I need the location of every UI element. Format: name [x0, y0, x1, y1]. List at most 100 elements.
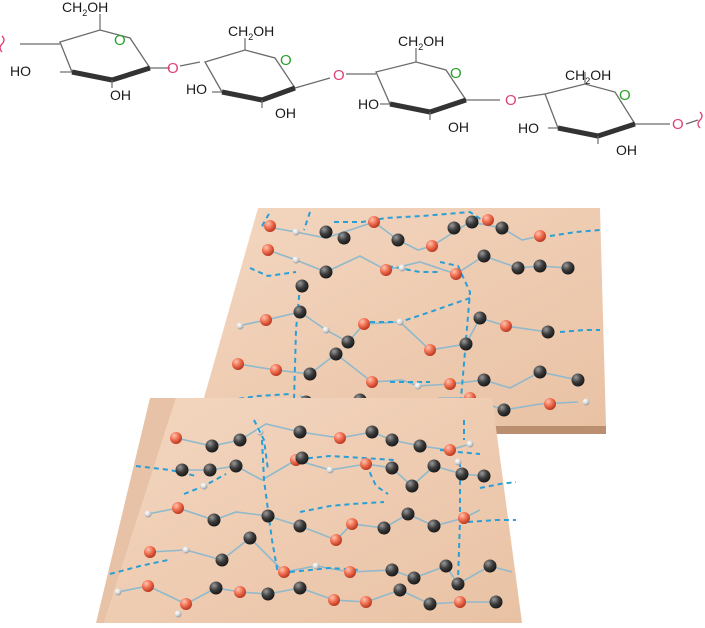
- carbon-atom: [533, 365, 547, 379]
- oxygen-atom: [270, 364, 282, 376]
- oh-label: OH: [616, 142, 637, 158]
- carbon-atom: [533, 259, 547, 273]
- carbon-atom: [293, 519, 307, 533]
- oxygen-atom: [424, 344, 436, 356]
- oxygen-atom: [360, 596, 372, 608]
- chain-start-wave: [0, 35, 5, 53]
- glycosidic-oxygen-2: O: [333, 67, 345, 84]
- oxygen-atom: [264, 220, 276, 232]
- carbon-atom: [427, 459, 441, 473]
- oxygen-atom: [346, 518, 358, 530]
- oxygen-atom: [450, 268, 462, 280]
- glucose-unit-2: O CH2OH HO OH: [179, 23, 331, 121]
- cellulose-sheet-back: [196, 208, 606, 441]
- carbon-atom: [337, 231, 351, 245]
- ch2oh-label: CH2OH: [565, 67, 611, 86]
- hydrogen-atom: [236, 322, 244, 330]
- cellulose-sheet-front: [96, 398, 522, 623]
- oh-label: OH: [448, 119, 469, 135]
- carbon-atom: [203, 463, 217, 477]
- ch2oh-label: CH2OH: [398, 33, 444, 52]
- glucose-unit-1: O CH2OH HO OH: [10, 0, 170, 103]
- hydrogen-atom: [326, 466, 334, 474]
- glucose-unit-3: O CH2OH HO OH: [346, 33, 500, 135]
- hydrogen-atom: [182, 546, 190, 554]
- oxygen-atom: [534, 230, 546, 242]
- oxygen-atom: [172, 502, 184, 514]
- carbon-atom: [391, 233, 405, 247]
- hydrogen-bond: [334, 210, 483, 223]
- carbon-atom: [459, 337, 473, 351]
- carbon-atom: [483, 559, 497, 573]
- ho-label: HO: [358, 96, 379, 112]
- carbon-atom: [455, 467, 469, 481]
- oxygen-atom: [328, 594, 340, 606]
- hydrogen-bond: [261, 211, 271, 227]
- carbon-atom: [319, 265, 333, 279]
- hydrogen-atom: [114, 588, 122, 596]
- carbon-atom: [571, 373, 585, 387]
- carbon-atom: [511, 261, 525, 275]
- carbon-atom: [477, 469, 491, 483]
- oxygen-atom: [278, 566, 290, 578]
- chain-end-wave: [697, 111, 703, 129]
- carbon-atom: [495, 221, 509, 235]
- carbon-atom: [295, 451, 309, 465]
- hydrogen-bond: [109, 559, 169, 575]
- hydrogen-atom: [200, 482, 208, 490]
- hydrogen-bond: [479, 481, 517, 489]
- carbon-atom: [451, 577, 465, 591]
- carbon-atom: [341, 335, 355, 349]
- oxygen-atom: [454, 596, 466, 608]
- carbon-atom: [489, 595, 503, 609]
- sheet-front-surface: [104, 398, 522, 623]
- ch2oh-label: CH2OH: [228, 23, 274, 42]
- carbon-atom: [413, 439, 427, 453]
- carbon-atom: [477, 249, 491, 263]
- carbon-atom: [405, 479, 419, 493]
- oxygen-atom: [482, 214, 494, 226]
- hydrogen-bond: [370, 297, 471, 323]
- carbon-atom: [365, 425, 379, 439]
- carbon-atom: [427, 519, 441, 533]
- carbon-atom: [205, 439, 219, 453]
- ring-oxygen-label: O: [280, 52, 292, 69]
- carbon-atom: [465, 215, 479, 229]
- carbon-atom: [229, 459, 243, 473]
- hydrogen-atom: [174, 610, 182, 618]
- hydrogen-atom: [466, 440, 474, 448]
- carbon-atom: [293, 305, 307, 319]
- carbon-atom: [207, 513, 221, 527]
- oxygen-atom: [344, 566, 356, 578]
- carbon-atom: [329, 347, 343, 361]
- oxygen-atom: [544, 398, 556, 410]
- hydrogen-bond: [253, 419, 269, 471]
- carbon-atom: [423, 597, 437, 611]
- oxygen-atom: [144, 546, 156, 558]
- carbon-atom: [233, 433, 247, 447]
- carbon-atom: [401, 507, 415, 521]
- carbon-atom: [293, 581, 307, 595]
- glycosidic-oxygen-1: O: [167, 60, 179, 77]
- hydrogen-atom: [312, 562, 320, 570]
- carbon-atom: [561, 261, 575, 275]
- hydrogen-bond: [289, 566, 361, 573]
- carbon-atom: [377, 521, 391, 535]
- hydrogen-atom: [396, 318, 404, 326]
- oxygen-atom: [380, 264, 392, 276]
- carbon-atom: [209, 581, 223, 595]
- sheet-front-left-shadow: [96, 398, 176, 623]
- hydrogen-atom: [144, 510, 152, 518]
- carbon-atom: [261, 509, 275, 523]
- oxygen-atom: [262, 244, 274, 256]
- glycosidic-oxygen-3: O: [505, 92, 517, 109]
- ring-oxygen-label: O: [619, 87, 631, 104]
- hydrogen-atom: [454, 458, 462, 466]
- carbon-atom: [473, 311, 487, 325]
- hydrogen-atom: [322, 326, 330, 334]
- carbon-atom: [293, 425, 307, 439]
- carbon-atom: [497, 403, 511, 417]
- hydrogen-bond: [261, 439, 279, 575]
